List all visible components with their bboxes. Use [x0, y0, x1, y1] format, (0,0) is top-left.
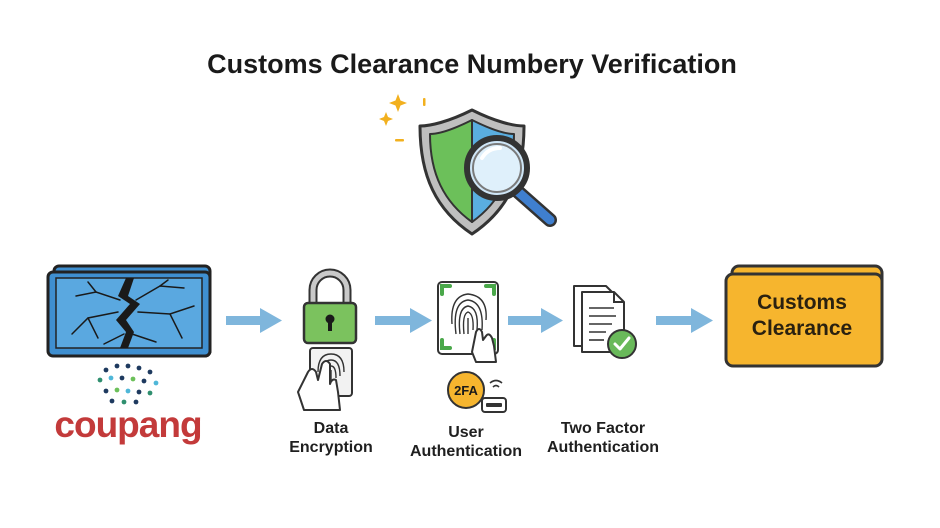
- document-check-icon: [573, 285, 637, 359]
- fingerprint-hand-icon: [297, 347, 353, 411]
- step-1-label-line-1: Data: [314, 420, 349, 437]
- sparkle-icon: [379, 94, 426, 142]
- flow-arrow-2: [375, 308, 432, 333]
- flow-arrow-1: [226, 308, 282, 333]
- customs-clearance-label-line-1: Customs: [757, 291, 847, 314]
- 2fa-badge-text: 2FA: [454, 383, 478, 398]
- step-1-label-line-2: Encryption: [289, 439, 373, 456]
- cracked-screen-icon: [46, 264, 212, 358]
- 2fa-badge-icon: 2FA: [447, 371, 507, 413]
- customs-clearance-label-line-2: Clearance: [752, 317, 852, 340]
- diagram-title: Customs Clearance Numbery Verification: [207, 49, 737, 79]
- flow-arrow-3: [508, 308, 563, 333]
- fingerprint-scan-icon: [437, 281, 499, 363]
- brand-name: coupang: [54, 404, 201, 445]
- padlock-icon: [302, 268, 358, 345]
- step-3-label-line-1: Two Factor: [561, 420, 645, 437]
- coupang-logo-dots: [97, 363, 159, 405]
- customs-clearance-box: Customs Clearance: [724, 264, 884, 368]
- shield-magnifier-icon: [379, 94, 557, 236]
- step-2-label-line-2: Authentication: [410, 443, 522, 460]
- step-2-label-line-1: User: [448, 424, 484, 441]
- step-3-label-line-2: Authentication: [547, 439, 659, 456]
- flow-arrow-4: [656, 308, 713, 333]
